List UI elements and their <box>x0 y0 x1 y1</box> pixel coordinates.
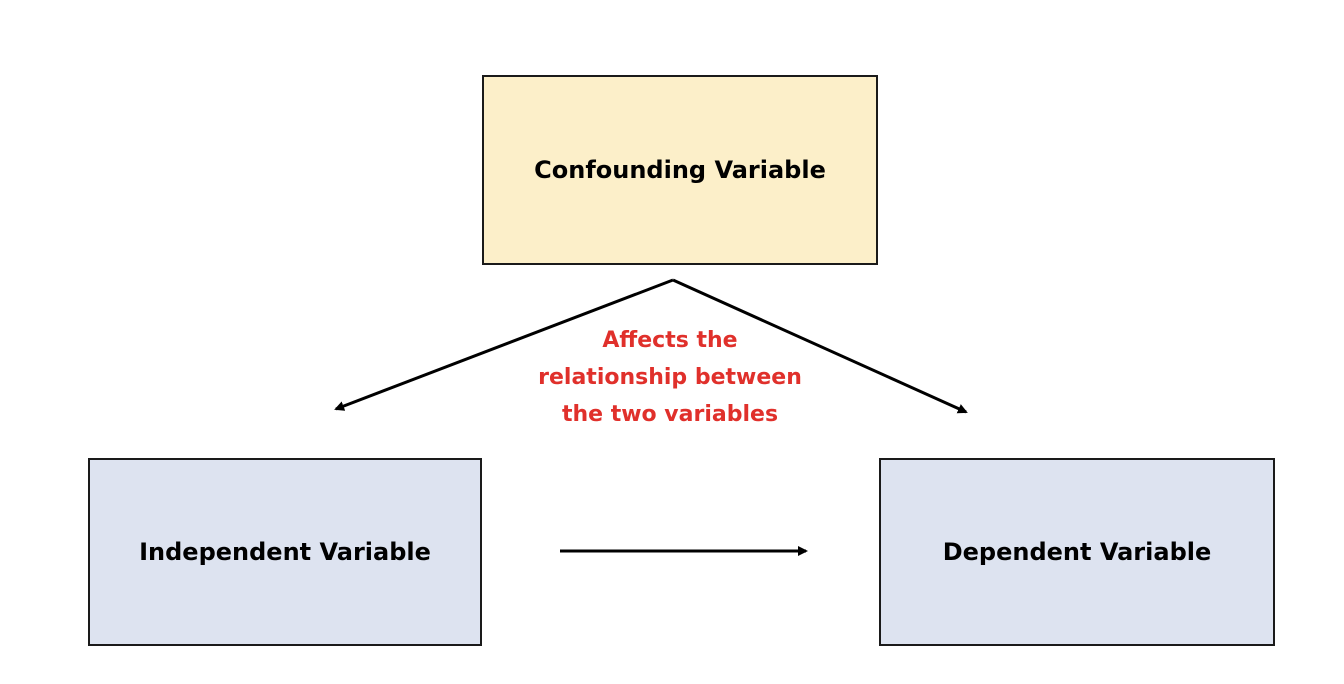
annotation-line-3: the two variables <box>561 402 779 427</box>
relationship-annotation: Affects the relationship between the two… <box>520 322 820 433</box>
annotation-line-2: relationship between <box>538 365 802 390</box>
confounding-variable-box: Confounding Variable <box>482 75 878 265</box>
confounding-variable-label: Confounding Variable <box>534 156 826 184</box>
independent-variable-label: Independent Variable <box>139 538 431 566</box>
annotation-line-1: Affects the <box>602 328 738 353</box>
independent-variable-box: Independent Variable <box>88 458 482 646</box>
arrow-confounding-to-independent <box>334 278 674 411</box>
dependent-variable-box: Dependent Variable <box>879 458 1275 646</box>
dependent-variable-label: Dependent Variable <box>942 538 1212 566</box>
arrow-confounding-to-dependent <box>672 278 968 414</box>
